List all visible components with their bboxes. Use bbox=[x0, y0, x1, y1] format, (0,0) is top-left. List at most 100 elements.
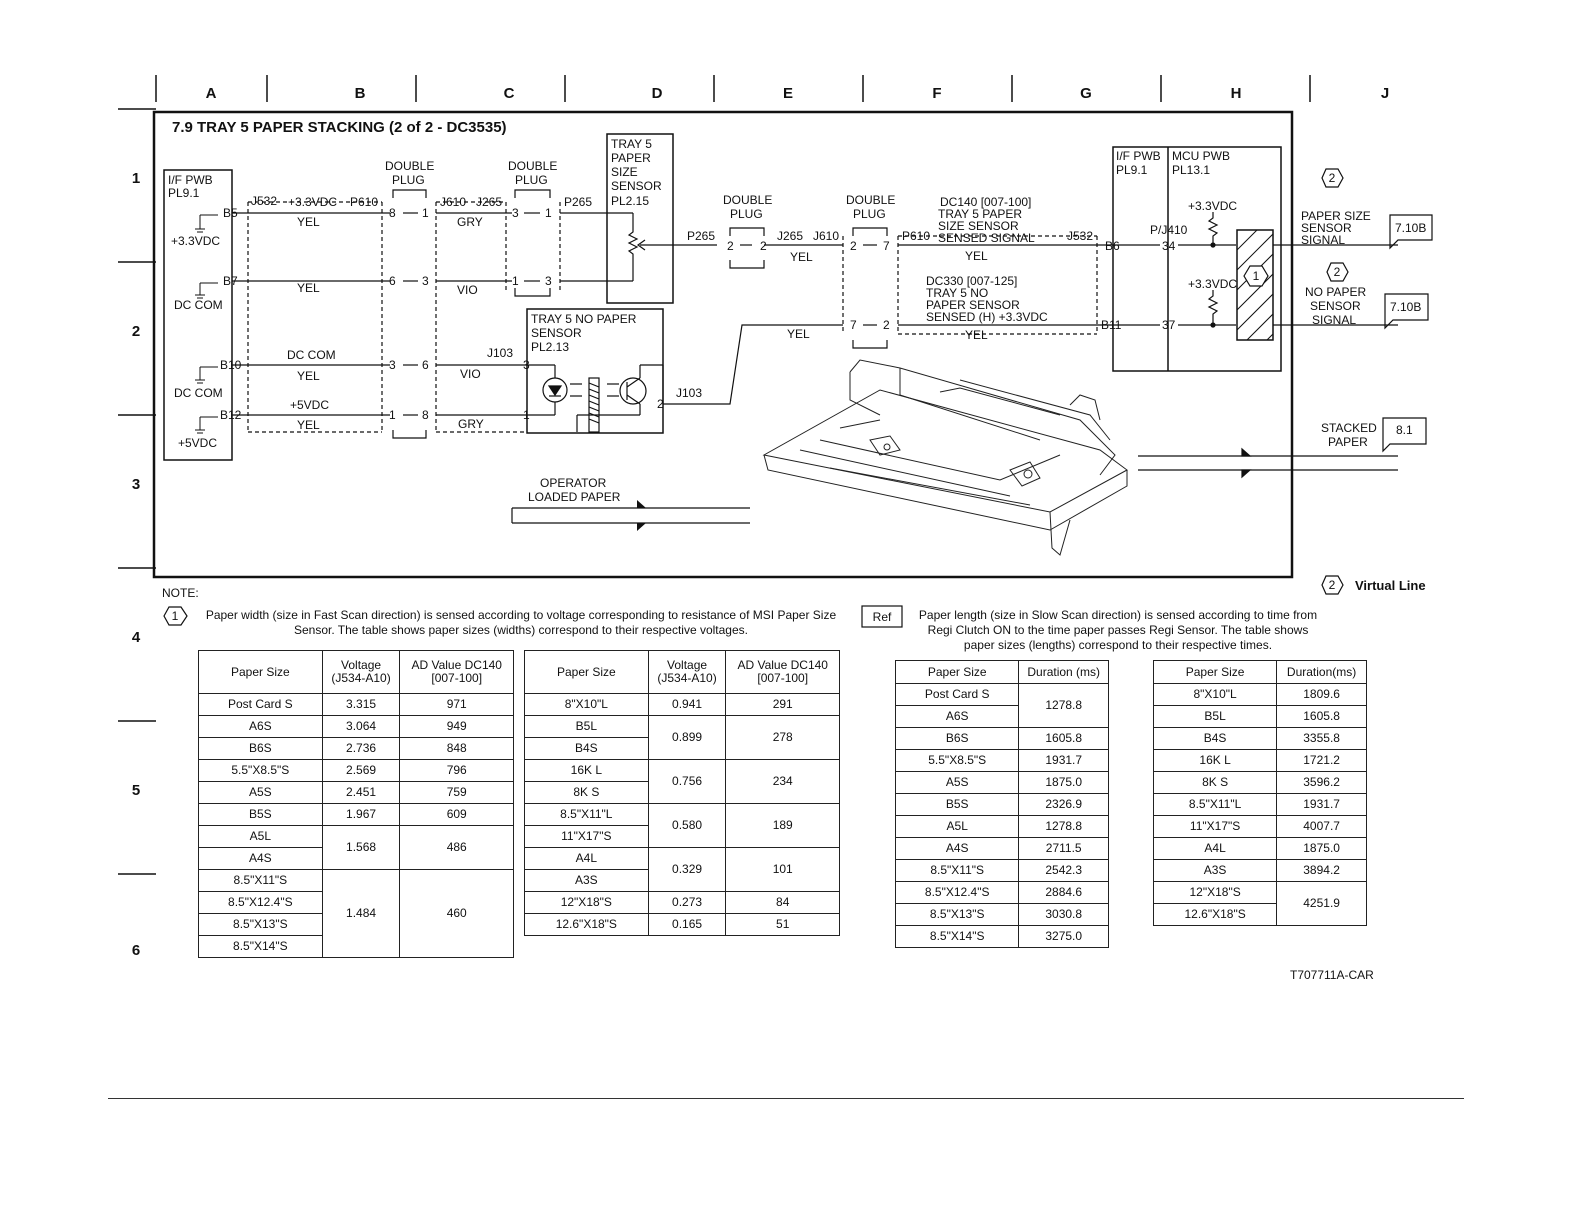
col-label: F bbox=[932, 85, 941, 102]
part-id: T707711A-CAR bbox=[1290, 968, 1374, 982]
diagram-text-label: SENSOR bbox=[531, 326, 582, 340]
diagram-text-label: GRY bbox=[458, 417, 484, 431]
table-cell: 234 bbox=[725, 759, 840, 804]
diagram-text-label: LOADED PAPER bbox=[528, 490, 621, 504]
diagram-text-label: I/F PWB bbox=[168, 173, 213, 187]
table-cell: 12"X18"S bbox=[524, 891, 649, 914]
table-cell: 8"X10"L bbox=[524, 693, 649, 716]
header-paper-size: Paper Size bbox=[524, 650, 649, 694]
diagram-text-label: B5 bbox=[223, 206, 238, 220]
table-cell: 0.329 bbox=[647, 847, 727, 892]
diagram-text-label: 8 bbox=[422, 408, 429, 422]
diagram-text-label: PLUG bbox=[515, 173, 548, 187]
table-cell: 16K L bbox=[1152, 749, 1278, 772]
table-cell: 1605.8 bbox=[1276, 705, 1367, 728]
diagram-frame bbox=[152, 110, 1294, 579]
diagram-text-label: B11 bbox=[1101, 318, 1122, 332]
diagram-text-label: SENSOR bbox=[611, 179, 662, 193]
table-cell: 3355.8 bbox=[1276, 727, 1367, 750]
if-pwb-left: I/F PWB PL9.1 B5 B7 B10 B12 +3.3VDC DC C… bbox=[163, 169, 242, 461]
table-cell: 11"X17"S bbox=[524, 825, 649, 848]
virtual-line-legend: 2 Virtual Line bbox=[1321, 575, 1426, 595]
table-cell: 0.165 bbox=[647, 913, 727, 936]
diagram-text-label: PLUG bbox=[853, 207, 886, 221]
diagram-text-label: 7 bbox=[850, 318, 857, 332]
tray5-paper-size-sensor: TRAY 5 PAPER SIZE SENSOR PL2.15 bbox=[606, 133, 674, 304]
diagram-text-label: B10 bbox=[220, 358, 242, 372]
table-cell: 1.568 bbox=[321, 825, 401, 870]
table-cell: 4007.7 bbox=[1276, 815, 1367, 838]
table-cell: 1875.0 bbox=[1018, 771, 1109, 794]
diagram-text-label: B7 bbox=[223, 274, 238, 288]
diagram-text-label: YEL bbox=[965, 249, 988, 263]
table-cell: 16K L bbox=[524, 759, 649, 782]
diagram-text-label: DC140 [007-100] bbox=[940, 195, 1031, 209]
grid-row-labels: 1 2 3 4 5 6 bbox=[132, 170, 141, 959]
diagram-text-label: J265 bbox=[777, 229, 803, 243]
diagram-text-label: DOUBLE bbox=[723, 193, 772, 207]
table-cell: 0.941 bbox=[647, 693, 727, 716]
table-cell: 949 bbox=[399, 715, 514, 738]
diagram-text-label: SENSED SIGNAL bbox=[938, 231, 1035, 245]
table-cell: 1605.8 bbox=[1018, 727, 1109, 750]
diagram-text-label: 7.10B bbox=[1390, 300, 1421, 314]
table-cell: 5.5"X8.5"S bbox=[198, 759, 323, 782]
table-cell: 0.756 bbox=[647, 759, 727, 804]
diagram-text-label: YEL bbox=[297, 369, 320, 383]
diagram-text-label: SIZE SENSOR bbox=[938, 219, 1019, 233]
table-cell: B5S bbox=[198, 803, 323, 826]
table-header-row: Paper Size Duration(ms) bbox=[1152, 660, 1367, 684]
table-cell: 2.736 bbox=[321, 737, 401, 760]
table-cell: A4L bbox=[1152, 837, 1278, 860]
diagram-text-label: PL9.1 bbox=[1116, 163, 1148, 177]
table-cell: A6S bbox=[198, 715, 323, 738]
diagram-text-label: SIGNAL bbox=[1301, 233, 1345, 247]
diagram-text-label: YEL bbox=[297, 215, 320, 229]
operator-loaded-paper: OPERATOR LOADED PAPER bbox=[511, 476, 750, 531]
diagram-text-label: SIGNAL bbox=[1312, 313, 1356, 327]
diagram-text-label: 1 bbox=[1253, 269, 1260, 283]
diagram-text-label: 1 bbox=[512, 274, 519, 288]
footer-divider bbox=[108, 1098, 1464, 1099]
table-cell: B4S bbox=[1152, 727, 1278, 750]
table-row: 12.6"X18"S bbox=[1152, 903, 1367, 926]
table-cell: 8.5"X12.4"S bbox=[894, 881, 1020, 904]
diagram-text-label: P265 bbox=[687, 229, 715, 243]
note-label: NOTE: bbox=[162, 586, 199, 600]
table-cell: 1278.8 bbox=[1018, 683, 1109, 728]
table-cell: A3S bbox=[1152, 859, 1278, 882]
table-cell: 8"X10"L bbox=[1152, 683, 1278, 706]
diagram-text-label: PAPER SENSOR bbox=[926, 298, 1020, 312]
diagram-text-label: 2 bbox=[1329, 171, 1336, 185]
ref-box bbox=[861, 605, 903, 628]
table-cell: 0.580 bbox=[647, 803, 727, 848]
diagram-text-label: B12 bbox=[220, 408, 242, 422]
diagram-text-label: I/F PWB bbox=[1116, 149, 1161, 163]
table-cell: 12.6"X18"S bbox=[524, 913, 649, 936]
diagram-text-label: YEL bbox=[297, 418, 320, 432]
table-row: 8.5"X14"S bbox=[198, 935, 514, 958]
table-cell: 1721.2 bbox=[1276, 749, 1367, 772]
diagram-text-label: +3.3VDC bbox=[288, 195, 337, 209]
diagram-text-label: TRAY 5 PAPER bbox=[938, 207, 1022, 221]
table-cell: 8.5"X13"S bbox=[894, 903, 1020, 926]
table-header-row: Paper Size Duration (ms) bbox=[894, 660, 1109, 684]
diagram-text-label: DC COM bbox=[174, 298, 223, 312]
table-cell: 2711.5 bbox=[1018, 837, 1109, 860]
table-cell: 101 bbox=[725, 847, 840, 892]
diagram-text-label: NO PAPER bbox=[1305, 285, 1366, 299]
diagram-text-label: DC COM bbox=[287, 348, 336, 362]
table-cell: A4L bbox=[524, 847, 649, 870]
table-row: 11"X17"S bbox=[524, 825, 840, 848]
diagram-text-label: VIO bbox=[460, 367, 481, 381]
